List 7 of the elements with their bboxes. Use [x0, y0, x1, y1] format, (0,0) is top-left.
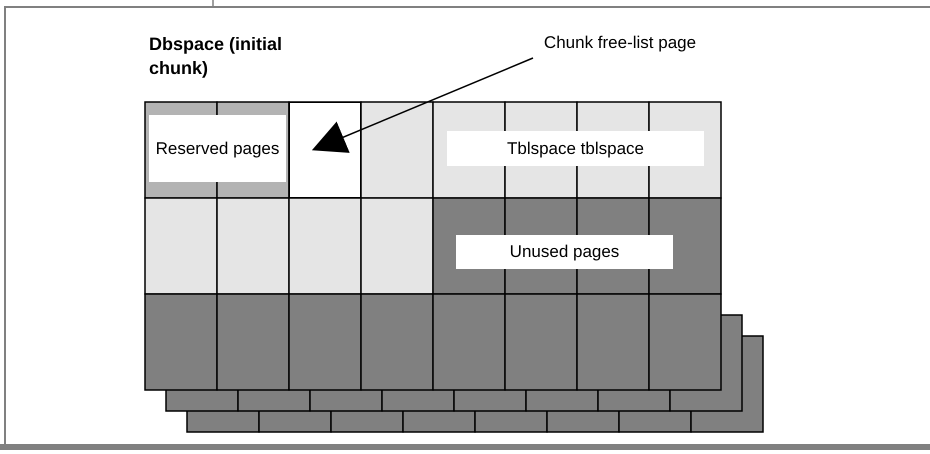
page-label: Unused pages [456, 235, 673, 269]
diagram-title: Dbspace (initial chunk) [149, 33, 284, 80]
free-list-page-cell [289, 102, 361, 198]
leader-arrow [312, 57, 534, 153]
page-label: Tblspace tblspace [447, 131, 704, 166]
callout-label: Chunk free-list page [520, 30, 720, 56]
page-label: Reserved pages [149, 115, 286, 182]
